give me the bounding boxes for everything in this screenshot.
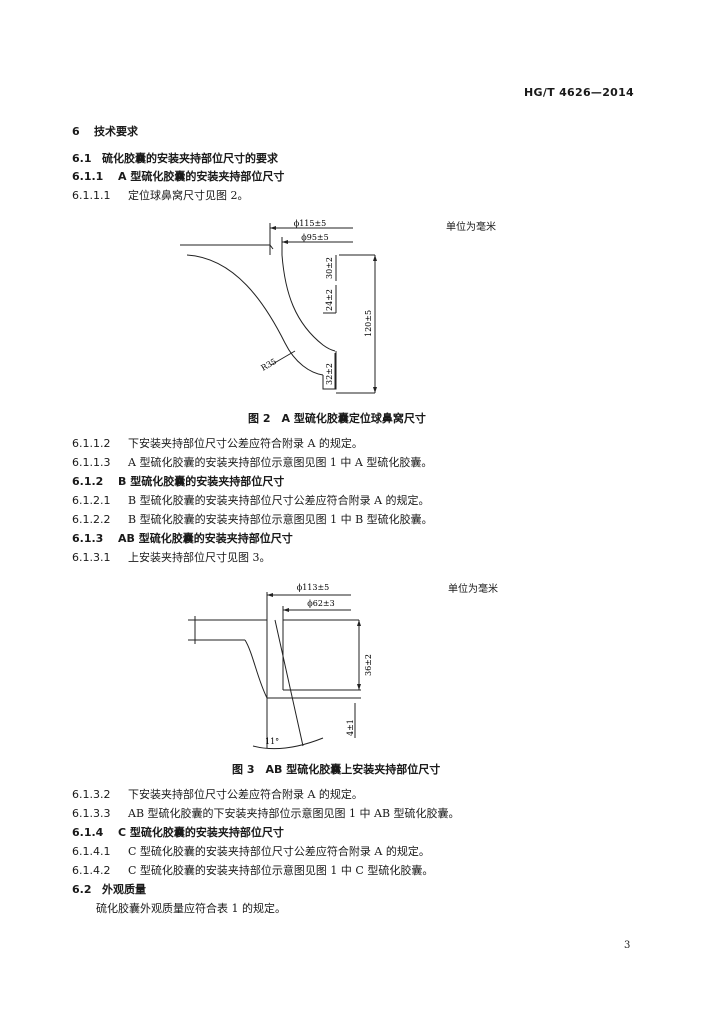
figure-2-caption: 图 2 A 型硫化胶囊定位球鼻窝尺寸 (248, 412, 426, 425)
fig3-arrow (357, 684, 361, 690)
clause-number: 6.1.3.3 (72, 807, 111, 820)
fig3-angle-arc (252, 737, 324, 750)
fig2-dim-d115: ϕ115±5 (294, 219, 327, 228)
clause-6-1-4-2: 6.1.4.2 C 型硫化胶囊的安装夹持部位示意图见图 1 中 C 型硫化胶囊。 (72, 864, 433, 878)
clause-number: 6.1.3.1 (72, 551, 111, 564)
figure-3-caption: 图 3 AB 型硫化胶囊上安装夹持部位尺寸 (232, 763, 441, 776)
fig3-outer-profile (244, 639, 268, 699)
clause-6-1-1-1: 6.1.1.1 定位球鼻窝尺寸见图 2。 (72, 189, 249, 203)
clause-text: 下安装夹持部位尺寸公差应符合附录 A 的规定。 (128, 437, 363, 450)
clause-text: C 型硫化胶囊的安装夹持部位示意图见图 1 中 C 型硫化胶囊。 (128, 864, 434, 877)
fig2-arrow (373, 387, 377, 393)
clause-text: 上安装夹持部位尺寸见图 3。 (128, 551, 271, 564)
fig2-arrow (270, 226, 276, 230)
section-6-1-1-heading: 6.1.1 A 型硫化胶囊的安装夹持部位尺寸 (72, 170, 284, 184)
section-number: 6.1.3 (72, 532, 104, 545)
figure-3-drawing: ϕ113±5 ϕ62±3 36±2 4±1 11° (188, 583, 373, 750)
fig2-dim-24: 24±2 (325, 289, 334, 311)
fig3-dim-d113: ϕ113±5 (297, 583, 330, 592)
fig3-dim-d62: ϕ62±3 (307, 599, 334, 608)
clause-text: 下安装夹持部位尺寸公差应符合附录 A 的规定。 (128, 788, 363, 801)
section-number: 6 (72, 125, 80, 138)
fig2-arrow (373, 255, 377, 261)
clause-number: 6.1.4.2 (72, 864, 111, 877)
clause-number: 6.1.1.2 (72, 437, 111, 450)
section-6-1-3-heading: 6.1.3 AB 型硫化胶囊的安装夹持部位尺寸 (72, 532, 293, 546)
section-title: 技术要求 (94, 125, 138, 138)
clause-text: AB 型硫化胶囊的下安装夹持部位示意图见图 1 中 AB 型硫化胶囊。 (128, 807, 460, 820)
document-code: HG/T 4626—2014 (524, 86, 635, 99)
fig2-base-block (322, 351, 337, 390)
section-title: 硫化胶囊的安装夹持部位尺寸的要求 (102, 152, 278, 165)
clause-number: 6.1.4.1 (72, 845, 111, 858)
clause-6-1-4-1: 6.1.4.1 C 型硫化胶囊的安装夹持部位尺寸公差应符合附录 A 的规定。 (72, 845, 430, 859)
fig3-arrow (267, 593, 273, 597)
section-title: B 型硫化胶囊的安装夹持部位尺寸 (118, 475, 285, 488)
section-title: A 型硫化胶囊的安装夹持部位尺寸 (118, 170, 285, 183)
fig3-slant-line (274, 619, 304, 747)
figure-2-unit-note: 单位为毫米 (446, 222, 496, 233)
fig2-dim-d95: ϕ95±5 (301, 233, 328, 242)
page-number: 3 (624, 940, 631, 951)
clause-number: 6.1.1.1 (72, 189, 111, 202)
section-number: 6.1.1 (72, 170, 104, 183)
section-title: 外观质量 (102, 883, 146, 896)
section-6-heading: 6 技术要求 (72, 125, 138, 139)
figure-2-drawing: ϕ115±5 ϕ95±5 30±2 24±2 120±5 32±2 R35 (180, 219, 377, 394)
fig2-dim-30: 30±2 (325, 257, 334, 279)
fig2-dim-120: 120±5 (364, 310, 373, 337)
clause-6-1-3-1: 6.1.3.1 上安装夹持部位尺寸见图 3。 (72, 551, 271, 565)
figure-3-unit-note: 单位为毫米 (448, 584, 498, 595)
clause-text: 定位球鼻窝尺寸见图 2。 (128, 189, 249, 202)
fig2-arrow (282, 240, 288, 244)
fig3-arrow (283, 608, 289, 612)
section-title: C 型硫化胶囊的安装夹持部位尺寸 (118, 826, 284, 839)
fig2-outer-profile (186, 254, 324, 376)
clause-number: 6.1.3.2 (72, 788, 111, 801)
fig2-dim-r35: R35 (260, 357, 279, 373)
clause-number: 6.1.1.3 (72, 456, 111, 469)
clause-text: B 型硫化胶囊的安装夹持部位尺寸公差应符合附录 A 的规定。 (128, 494, 430, 507)
section-number: 6.1 (72, 152, 92, 165)
fig2-dim-32: 32±2 (325, 363, 334, 385)
section-number: 6.2 (72, 883, 92, 896)
section-number: 6.1.4 (72, 826, 104, 839)
fig2-inner-profile (281, 254, 336, 352)
fig3-dim-36: 36±2 (364, 654, 373, 676)
fig3-dim-4: 4±1 (346, 719, 355, 736)
fig3-angle-label: 11° (265, 737, 279, 746)
clause-6-1-2-2: 6.1.2.2 B 型硫化胶囊的安装夹持部位示意图见图 1 中 B 型硫化胶囊。 (72, 513, 433, 527)
clause-text: B 型硫化胶囊的安装夹持部位示意图见图 1 中 B 型硫化胶囊。 (128, 513, 433, 526)
section-6-1-4-heading: 6.1.4 C 型硫化胶囊的安装夹持部位尺寸 (72, 826, 284, 840)
clause-6-1-2-1: 6.1.2.1 B 型硫化胶囊的安装夹持部位尺寸公差应符合附录 A 的规定。 (72, 494, 430, 508)
clause-6-1-1-2: 6.1.1.2 下安装夹持部位尺寸公差应符合附录 A 的规定。 (72, 437, 363, 451)
clause-6-1-3-3: 6.1.3.3 AB 型硫化胶囊的下安装夹持部位示意图见图 1 中 AB 型硫化胶… (72, 807, 460, 821)
fig2-top-edge (187, 244, 274, 250)
section-title: AB 型硫化胶囊的安装夹持部位尺寸 (118, 532, 293, 545)
section-6-2-body: 硫化胶囊外观质量应符合表 1 的规定。 (96, 902, 286, 915)
clause-text: A 型硫化胶囊的安装夹持部位示意图见图 1 中 A 型硫化胶囊。 (128, 456, 433, 469)
clause-text: C 型硫化胶囊的安装夹持部位尺寸公差应符合附录 A 的规定。 (128, 845, 430, 858)
clause-number: 6.1.2.1 (72, 494, 111, 507)
section-6-1-2-heading: 6.1.2 B 型硫化胶囊的安装夹持部位尺寸 (72, 475, 284, 489)
section-number: 6.1.2 (72, 475, 104, 488)
fig3-arrow (357, 620, 361, 626)
clause-6-1-1-3: 6.1.1.3 A 型硫化胶囊的安装夹持部位示意图见图 1 中 A 型硫化胶囊。 (72, 456, 432, 470)
section-6-2-heading: 6.2 外观质量 (72, 883, 146, 897)
fig2-r35-leader (270, 350, 296, 366)
clause-number: 6.1.2.2 (72, 513, 111, 526)
section-6-1-heading: 6.1 硫化胶囊的安装夹持部位尺寸的要求 (72, 152, 278, 166)
clause-6-1-3-2: 6.1.3.2 下安装夹持部位尺寸公差应符合附录 A 的规定。 (72, 788, 363, 802)
